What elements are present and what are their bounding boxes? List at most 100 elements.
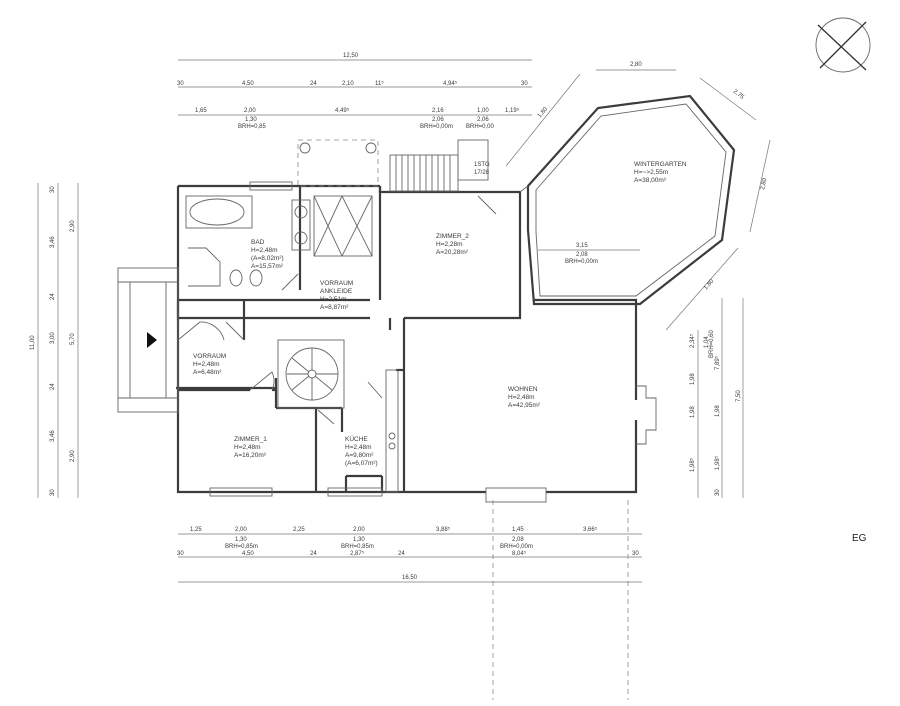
room-zimmer1-area: A=16,20m²	[234, 452, 267, 459]
level-label: EG	[852, 533, 867, 544]
top-balcony	[297, 139, 379, 187]
dim-left-in-3: 3,00	[50, 332, 56, 344]
dim-wg-win-1: 2,08	[576, 252, 588, 258]
room-zimmer2-height: H=2,28m	[436, 241, 463, 248]
dim-top-r2-6: 30	[521, 81, 528, 87]
room-vorraum-name: VORRAUM	[193, 353, 226, 360]
room-wintergarten-area: A=38,00m²	[634, 177, 667, 184]
dim-left-mid-2: 2,90	[70, 450, 76, 462]
dim-bot-r1s-1: BRH=0,85m	[225, 544, 258, 550]
dim-wg-win-2: BRH=0,00m	[565, 259, 598, 265]
top-dimensions: 12,50 30 4,50 24 2,10 11⁵ 4,94⁵ 30 1,65 …	[177, 53, 532, 130]
room-zimmer1-height: H=2,48m	[234, 444, 261, 451]
dim-top-r3-4: 1,00	[477, 108, 489, 114]
dim-top-r2-2: 24	[310, 81, 317, 87]
room-wohnen: WOHNEN H=2,48m A=42,95m²	[508, 386, 541, 409]
dim-top-r2-1: 4,50	[242, 81, 254, 87]
dim-bot-r2-3: 2,87⁵	[350, 550, 365, 557]
dim-left-in-0: 30	[50, 186, 56, 193]
dim-wg-1: 2,75	[732, 89, 745, 101]
room-ankleide-name2: ANKLEIDE	[320, 288, 353, 295]
dim-right-mid-4: 30	[715, 489, 721, 496]
north-arrow-icon	[815, 17, 871, 73]
room-kueche-name: KÜCHE	[345, 435, 368, 443]
dim-left-in-5: 3,46	[50, 430, 56, 442]
room-zimmer1-name: ZIMMER_1	[234, 436, 267, 443]
room-kueche-area2: (A=6,07m²)	[345, 460, 378, 467]
dim-right-outer: 7,50	[736, 390, 742, 402]
dim-bot-r1-3: 2,00	[353, 527, 365, 533]
dim-bot-r2-5: 8,04⁵	[512, 550, 527, 557]
spiral-stair	[277, 339, 345, 409]
dim-wg-3: 1,80	[703, 278, 716, 291]
dim-top-r3-0: 1,65	[195, 108, 207, 114]
dim-top-r3s-0: 1,30	[245, 117, 257, 123]
dim-bot-r2-1: 4,50	[242, 551, 254, 557]
dim-left-in-6: 30	[50, 489, 56, 496]
dim-right-in-3: 1,98	[715, 405, 721, 417]
bathroom-fixtures	[185, 195, 311, 287]
room-wintergarten-height: H=~>2,55m	[634, 169, 668, 176]
dim-top-r3-1: 2,00	[244, 108, 256, 114]
room-bad-area2: (A=8,02m²)	[251, 255, 284, 262]
room-vorraum-area: A=6,48m²	[193, 369, 222, 376]
dim-right-mid-3: 1,98⁵	[689, 457, 696, 472]
dim-right-in-4: 1,98⁵	[714, 455, 721, 470]
dim-top-r3s-3: BRH=0,00m	[420, 124, 453, 130]
projection-lines	[492, 500, 629, 700]
dim-top-total: 12,50	[343, 53, 359, 59]
dim-top-r2-5: 4,94⁵	[443, 80, 458, 87]
dim-bot-r2-0: 30	[177, 551, 184, 557]
exterior-stair	[389, 139, 489, 192]
stair-label: 1STG 17/28	[474, 162, 490, 176]
dim-top-r2-0: 30	[177, 81, 184, 87]
dim-bot-r1-2: 2,25	[293, 527, 305, 533]
dim-top-r2-3: 2,10	[342, 81, 354, 87]
dim-bot-r1-4: 3,88⁵	[436, 526, 451, 533]
dim-top-r2-4: 11⁵	[375, 80, 384, 87]
dim-left-outer: 11,00	[30, 335, 36, 350]
room-kueche-area: A=9,80m²	[345, 452, 374, 459]
dim-bot-r1s-4: 2,08	[512, 537, 524, 543]
dim-left-mid-0: 2,90	[70, 220, 76, 232]
room-ankleide-name: VORRAUM	[320, 280, 353, 287]
dim-bot-total: 16,50	[402, 575, 418, 581]
room-wohnen-area: A=42,95m²	[508, 402, 541, 409]
left-dimensions: 11,00 2,90 5,70 2,90 30 3,46 24 3,00 24 …	[30, 183, 79, 498]
room-zimmer2-name: ZIMMER_2	[436, 233, 469, 240]
dim-bot-r1s-2: 1,30	[353, 537, 365, 543]
dim-top-r3-5: 1,19⁵	[505, 107, 520, 114]
dim-right-in-2: 7,89⁵	[714, 355, 721, 370]
dim-wg-4: 1,80	[537, 106, 550, 119]
dim-top-r3s-5: BRH=0,00	[466, 124, 495, 130]
dim-bot-r2-4: 24	[398, 551, 405, 557]
room-ankleide-area: A=8,87m²	[320, 304, 349, 311]
dim-left-in-1: 3,46	[50, 236, 56, 248]
dim-left-mid-1: 5,70	[70, 333, 76, 345]
room-bad: BAD H=2,48m (A=8,02m²) A=15,57m²	[251, 239, 284, 270]
dim-right-in-0: 1,04	[704, 336, 710, 348]
dim-wg-2: 2,80	[760, 177, 768, 190]
stair-label-ratio: 17/28	[474, 170, 490, 176]
dim-left-in-2: 24	[50, 293, 56, 300]
room-ankleide-height: H=2,51m	[320, 296, 347, 303]
room-zimmer2-area: A=20,28m²	[436, 249, 469, 256]
dim-top-r3-2: 4,49⁵	[335, 107, 350, 114]
room-bad-height: H=2,48m	[251, 247, 278, 254]
room-wintergarten-name: WINTERGARTEN	[634, 161, 687, 168]
room-vorraum: VORRAUM H=2,48m A=6,48m²	[193, 353, 226, 376]
dim-bot-r1s-0: 1,30	[235, 537, 247, 543]
dim-wg-0: 2,80	[630, 62, 642, 68]
room-vorraum-height: H=2,48m	[193, 361, 220, 368]
room-bad-name: BAD	[251, 239, 265, 246]
dim-bot-r1s-5: BRH=0,00m	[500, 544, 533, 550]
dim-right-mid-2: 1,98	[690, 406, 696, 418]
door-swings	[177, 195, 497, 425]
dim-top-r3-3: 2,16	[432, 108, 444, 114]
entrance-arrow-icon	[147, 332, 157, 348]
dim-bot-r1-6: 3,66⁵	[583, 526, 598, 533]
windows	[209, 181, 547, 503]
room-ankleide: VORRAUM ANKLEIDE H=2,51m A=8,87m²	[320, 280, 353, 311]
room-kueche: KÜCHE H=2,48m A=9,80m² (A=6,07m²)	[345, 435, 378, 467]
